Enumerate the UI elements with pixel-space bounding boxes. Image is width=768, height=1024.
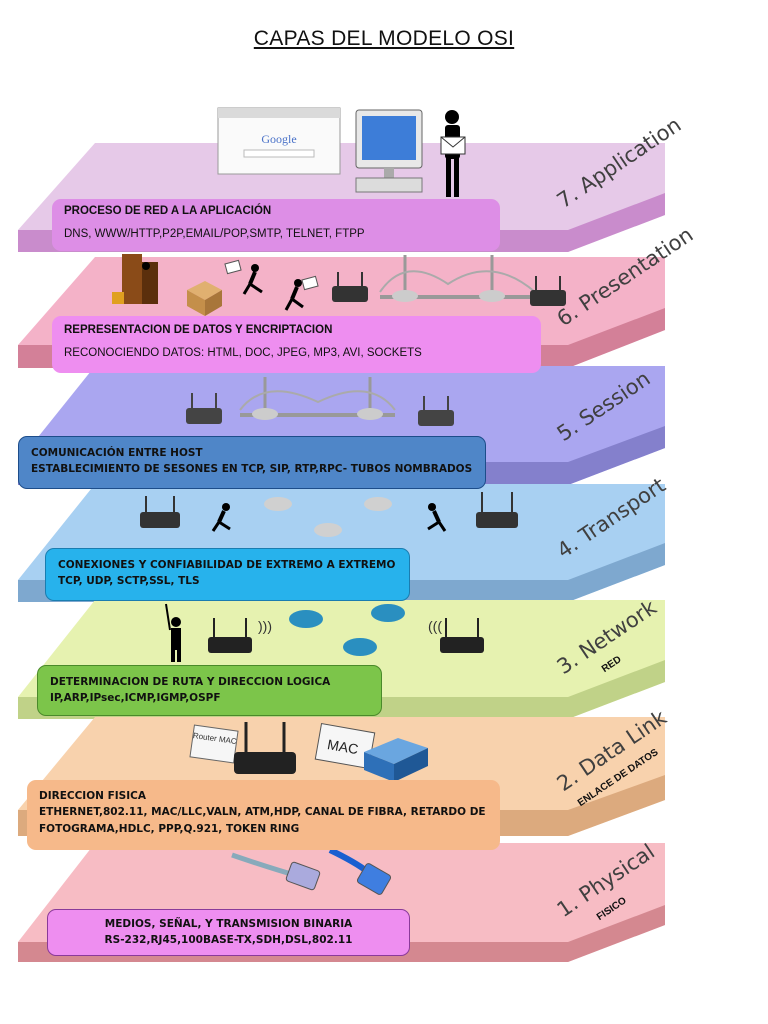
router-icon bbox=[234, 722, 296, 774]
cardboard-box-icon bbox=[187, 281, 222, 316]
page-title: CAPAS DEL MODELO OSI bbox=[253, 27, 515, 50]
layer-3-description-box: DETERMINACION DE RUTA Y DIRECCION LOGICA… bbox=[37, 665, 382, 716]
ethernet-cable-icon bbox=[231, 852, 321, 891]
browser-logo-text: Google bbox=[261, 132, 296, 146]
layer-6-protocols: RECONOCIENDO DATOS: HTML, DOC, JPEG, MP3… bbox=[64, 347, 422, 359]
mac-tag-text: MAC bbox=[326, 736, 359, 757]
computer-monitor-icon bbox=[355, 109, 423, 193]
switch-icon bbox=[364, 497, 392, 511]
layer-1-description-box: MEDIOS, SEÑAL, Y TRANSMISION BINARIA RS-… bbox=[47, 909, 410, 956]
layer-5-description-box: COMUNICACIÓN ENTRE HOST ESTABLECIMIENTO … bbox=[18, 436, 486, 489]
wifi-icon: ))) bbox=[258, 618, 272, 634]
layer-6-description-box: REPRESENTACION DE DATOS Y ENCRIPTACION R… bbox=[52, 316, 541, 373]
layer-2-description-box: DIRECCION FISICA ETHERNET,802.11, MAC/LL… bbox=[27, 780, 500, 850]
running-courier-icon bbox=[211, 503, 231, 532]
layer-7-description-box: PROCESO DE RED A LA APLICACIÓN DNS, WWW/… bbox=[52, 199, 500, 251]
router-icon bbox=[530, 276, 566, 306]
switch-icon bbox=[289, 610, 323, 628]
running-courier-icon bbox=[427, 503, 447, 532]
router-icon bbox=[476, 492, 518, 528]
switch-icon bbox=[343, 638, 377, 656]
browser-window-icon: Google bbox=[217, 107, 341, 175]
router-icon bbox=[186, 393, 222, 424]
layer-7-protocols: DNS, WWW/HTTP,P2P,EMAIL/POP,SMTP, TELNET… bbox=[64, 228, 365, 240]
bridge-icon bbox=[379, 255, 536, 302]
running-courier-icon bbox=[284, 275, 319, 311]
layer-4-description-box: CONEXIONES Y CONFIABILIDAD DE EXTREMO A … bbox=[45, 548, 410, 601]
layer-3-heading: DETERMINACION DE RUTA Y DIRECCION LOGICA bbox=[50, 676, 331, 688]
person-with-letter-icon bbox=[440, 110, 466, 197]
mac-tag-icon: MAC bbox=[314, 723, 376, 769]
router-icon bbox=[140, 496, 180, 528]
layer-6-heading: REPRESENTACION DE DATOS Y ENCRIPTACION bbox=[64, 324, 333, 336]
layer-2-protocols: ETHERNET,802.11, MAC/LLC,VALN, ATM,HDP, … bbox=[39, 806, 486, 835]
layer-1-protocols: RS-232,RJ45,100BASE-TX,SDH,DSL,802.11 bbox=[104, 934, 353, 946]
layer-5-heading: COMUNICACIÓN ENTRE HOST bbox=[31, 447, 203, 459]
router-icon bbox=[440, 618, 484, 653]
layer-7-heading: PROCESO DE RED A LA APLICACIÓN bbox=[64, 205, 272, 217]
switch-icon bbox=[264, 497, 292, 511]
ethernet-cable-icon bbox=[328, 847, 392, 895]
person-with-flag-icon bbox=[165, 603, 181, 662]
layer-4-protocols: TCP, UDP, SCTP,SSL, TLS bbox=[58, 575, 200, 587]
wifi-icon: ((( bbox=[428, 618, 442, 634]
layer-3-protocols: IP,ARP,IPsec,ICMP,IGMP,OSPF bbox=[50, 692, 221, 704]
layer-1-heading: MEDIOS, SEÑAL, Y TRANSMISION BINARIA bbox=[104, 918, 353, 930]
bridge-icon bbox=[239, 377, 396, 420]
layer-2-heading: DIRECCION FISICA bbox=[39, 790, 146, 802]
layer-4-heading: CONEXIONES Y CONFIABILIDAD DE EXTREMO A … bbox=[58, 559, 396, 571]
running-courier-icon bbox=[224, 259, 263, 295]
door-person-icon bbox=[112, 254, 158, 304]
layer-5-protocols: ESTABLECIMIENTO DE SESONES EN TCP, SIP, … bbox=[31, 463, 473, 475]
network-switch-icon bbox=[364, 738, 428, 782]
router-icon bbox=[208, 618, 252, 653]
switch-icon bbox=[314, 523, 342, 537]
switch-icon bbox=[371, 604, 405, 622]
router-icon bbox=[418, 396, 454, 426]
router-mac-tag-icon: Router MAC bbox=[189, 724, 239, 764]
router-icon bbox=[332, 272, 368, 302]
